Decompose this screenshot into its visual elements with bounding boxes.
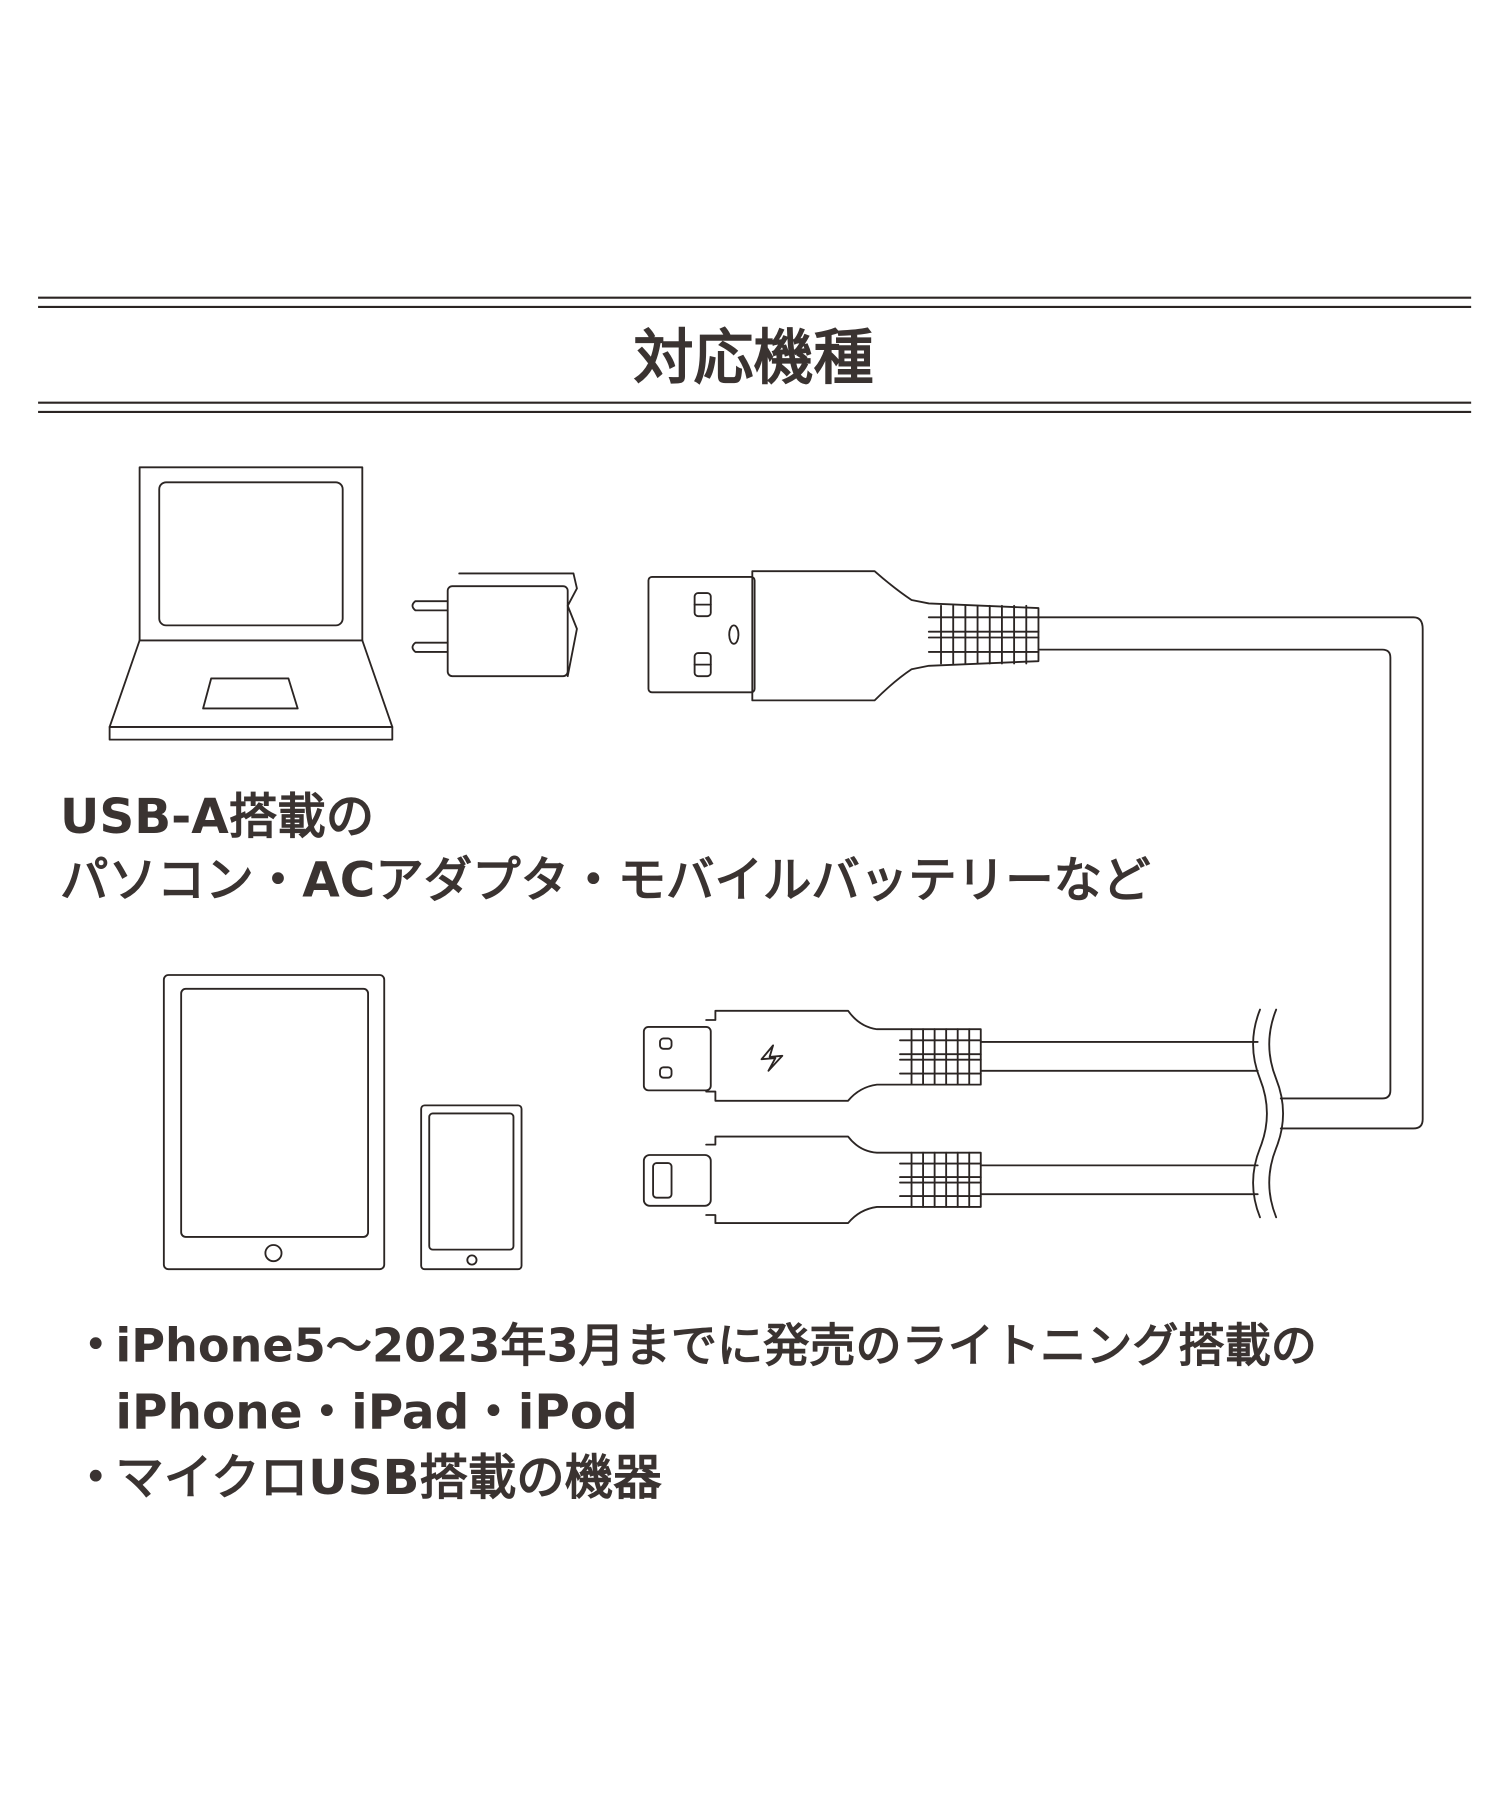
header-rules [38, 296, 1472, 413]
usb-a-connector-icon [647, 570, 1424, 1130]
laptop-icon [108, 466, 394, 741]
lightning-connector-icon [642, 1135, 1259, 1224]
target-item1-line1: iPhone5～2023年3月までに発売のライトニング搭載の [115, 1319, 1316, 1373]
strain-relief-ridges [927, 604, 1040, 665]
cable-break-icon [1252, 1008, 1284, 1219]
target-item1-line2: iPhone・iPad・iPod [115, 1384, 637, 1440]
host-devices-line2: パソコン・ACアダプタ・モバイルバッテリーなど [60, 853, 1151, 909]
ac-adapter-icon [411, 572, 578, 678]
page-title: 対応機種 [633, 323, 873, 393]
lightning-bolt-icon [760, 1044, 784, 1072]
tablet-icon [162, 974, 386, 1271]
host-devices-line1: USB-A搭載の [60, 789, 374, 845]
bullet: ・ [72, 1318, 120, 1374]
micro-usb-connector-icon [642, 1009, 1259, 1102]
bullet: ・ [72, 1450, 120, 1506]
target-item2: マイクロUSB搭載の機器 [115, 1450, 662, 1506]
strain-relief-ridges [899, 1028, 982, 1086]
strain-relief-ridges [899, 1151, 982, 1208]
smartphone-icon [420, 1104, 523, 1271]
